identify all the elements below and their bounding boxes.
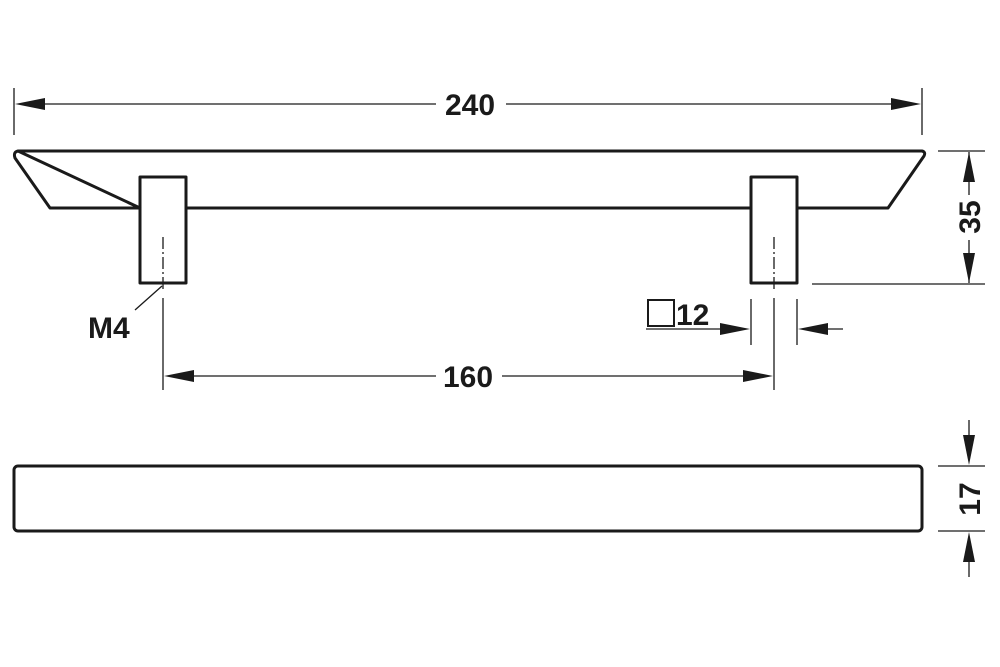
dimension-label-17: 17 bbox=[954, 482, 987, 515]
arrow-down-icon bbox=[963, 253, 975, 283]
arrow-up-icon bbox=[963, 152, 975, 182]
arrow-right-icon bbox=[891, 98, 921, 110]
dimension-35: 35 bbox=[812, 150, 987, 285]
handle-top-view bbox=[12, 464, 924, 533]
arrow-down-icon bbox=[963, 435, 975, 465]
thread-label-m4: M4 bbox=[88, 312, 130, 345]
square-section-icon bbox=[647, 299, 675, 327]
arrow-left-icon bbox=[15, 98, 45, 110]
dimension-240: 240 bbox=[13, 88, 923, 135]
thread-callout: M4 bbox=[88, 285, 163, 345]
dimension-label-35: 35 bbox=[954, 200, 987, 233]
dimension-label-160: 160 bbox=[443, 361, 493, 394]
arrow-right-icon bbox=[743, 370, 773, 382]
arrow-right-icon bbox=[720, 323, 750, 335]
handle-side-view bbox=[12, 149, 927, 290]
arrow-left-icon bbox=[164, 370, 194, 382]
dimension-label-12: 12 bbox=[676, 299, 709, 332]
dimension-17: 17 bbox=[938, 420, 987, 577]
dimension-12: 12 bbox=[646, 299, 843, 345]
arrow-left-icon bbox=[798, 323, 828, 335]
dimension-label-240: 240 bbox=[445, 89, 495, 122]
arrow-up-icon bbox=[963, 532, 975, 562]
dimension-160: 160 bbox=[162, 298, 775, 394]
